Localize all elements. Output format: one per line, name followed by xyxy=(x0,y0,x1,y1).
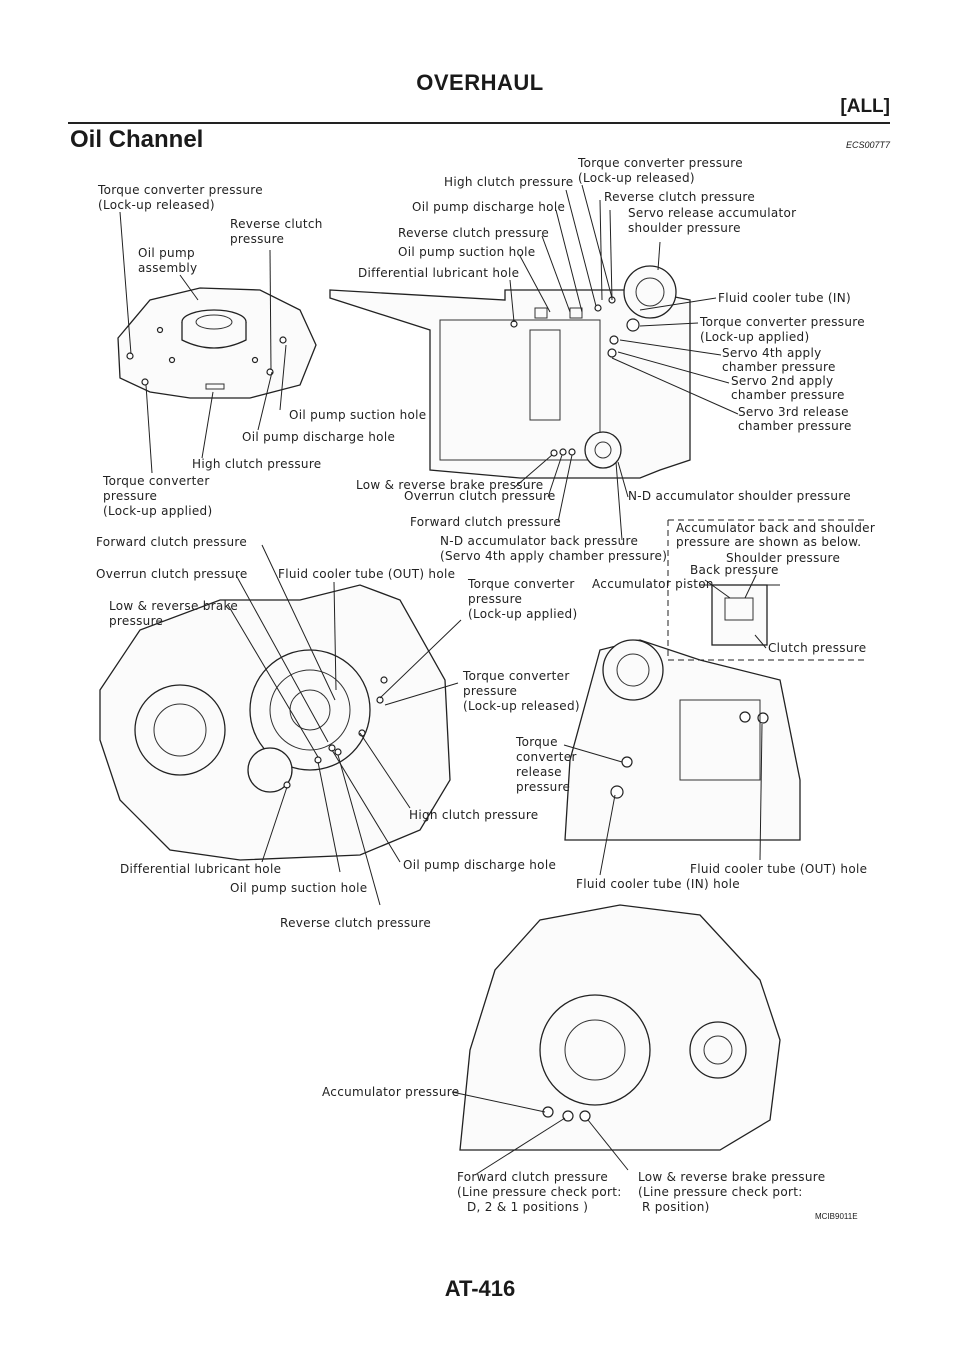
label-diff-lubricant-2: Differential lubricant hole xyxy=(120,862,281,876)
label-oil-pump-discharge-2: Oil pump discharge hole xyxy=(412,200,565,214)
case-side-drawing xyxy=(564,639,801,841)
label-reverse-clutch-4: Reverse clutch pressure xyxy=(280,916,431,930)
label-shoulder-pressure: Shoulder pressure xyxy=(726,551,840,565)
oil-pump-drawing xyxy=(117,287,317,399)
label-high-clutch-1: High clutch pressure xyxy=(192,457,322,471)
label-accumulator-pressure: Accumulator pressure xyxy=(322,1085,459,1099)
label-clutch-pressure: Clutch pressure xyxy=(768,641,866,655)
label-overrun-clutch-2: Overrun clutch pressure xyxy=(96,567,248,581)
label-forward-clutch-1: Forward clutch pressure xyxy=(410,515,561,529)
label-oil-pump-discharge-1: Oil pump discharge hole xyxy=(242,430,395,444)
label-nd-accumulator-back: N-D accumulator back pressure(Servo 4th … xyxy=(440,534,667,563)
accumulator-inset xyxy=(667,519,865,661)
label-oil-pump-suction-1: Oil pump suction hole xyxy=(289,408,427,422)
label-diff-lubricant-1: Differential lubricant hole xyxy=(358,266,519,280)
label-back-pressure: Back pressure xyxy=(690,563,779,577)
label-tc-released-1: Torque converter pressure(Lock-up releas… xyxy=(97,183,263,212)
label-high-clutch-3: High clutch pressure xyxy=(409,808,539,822)
label-low-reverse-check-port: Low & reverse brake pressure(Line pressu… xyxy=(638,1170,825,1214)
page-header-tag: [ALL] xyxy=(840,96,890,117)
label-fluid-cooler-in-hole: Fluid cooler tube (IN) hole xyxy=(576,877,740,891)
label-reverse-clutch-3: Reverse clutch pressure xyxy=(604,190,755,204)
label-oil-pump-suction-3: Oil pump suction hole xyxy=(230,881,368,895)
label-overrun-clutch-1: Overrun clutch pressure xyxy=(404,489,556,503)
leader-lines xyxy=(119,184,767,1176)
transaxle-drawing xyxy=(459,904,781,1151)
label-tc-released-2: Torque converter pressure(Lock-up releas… xyxy=(577,156,743,185)
page-header-title: OVERHAUL xyxy=(416,70,544,95)
label-fluid-cooler-in: Fluid cooler tube (IN) xyxy=(718,291,851,305)
label-reverse-clutch-2: Reverse clutch pressure xyxy=(398,226,549,240)
label-high-clutch-2: High clutch pressure xyxy=(444,175,574,189)
label-oil-pump-discharge-3: Oil pump discharge hole xyxy=(403,858,556,872)
section-code: ECS007T7 xyxy=(845,140,890,150)
label-nd-accumulator-shoulder: N-D accumulator shoulder pressure xyxy=(628,489,851,503)
header-rule xyxy=(68,122,890,124)
figure-code: MCIB9011E xyxy=(815,1212,858,1221)
callout-labels: Torque converter pressure(Lock-up releas… xyxy=(96,156,875,1214)
label-accumulator-piston: Accumulator piston xyxy=(592,577,714,591)
label-low-reverse-brake-1: Low & reverse brake pressure xyxy=(356,478,543,492)
case-top-drawing xyxy=(329,265,691,479)
section-title: Oil Channel xyxy=(70,126,204,153)
page-number: AT-416 xyxy=(444,1276,516,1301)
label-oil-pump-suction-2: Oil pump suction hole xyxy=(398,245,536,259)
label-fluid-cooler-out-2: Fluid cooler tube (OUT) hole xyxy=(690,862,867,876)
label-fluid-cooler-out-1: Fluid cooler tube (OUT) hole xyxy=(278,567,455,581)
label-forward-clutch-2: Forward clutch pressure xyxy=(96,535,247,549)
label-tc-applied-2: Torque converter pressure(Lock-up applie… xyxy=(699,315,865,344)
label-forward-clutch-check-port: Forward clutch pressure(Line pressure ch… xyxy=(457,1170,622,1214)
